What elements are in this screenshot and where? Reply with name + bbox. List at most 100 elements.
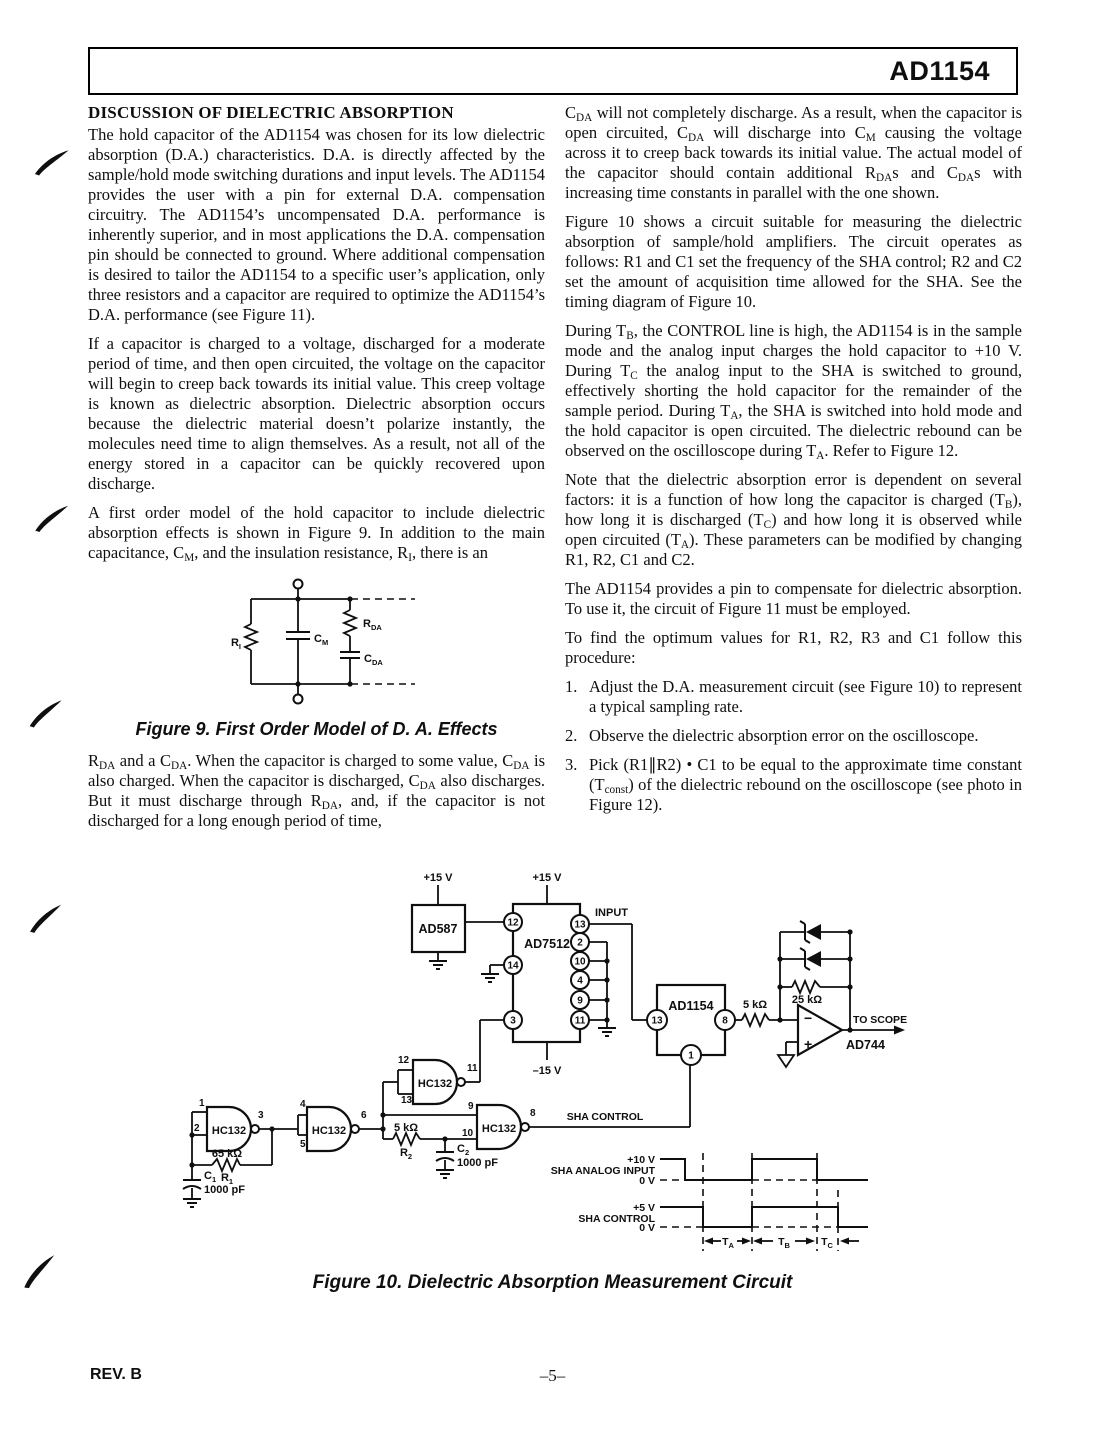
ad1154-label: AD1154 [668, 999, 713, 1013]
pin-4: 4 [300, 1099, 306, 1110]
pin-8: 8 [722, 1016, 728, 1027]
hc132-label: HC132 [482, 1123, 516, 1135]
pin-11: 11 [467, 1063, 478, 1074]
pen-checkmark [34, 150, 69, 176]
input-label: INPUT [595, 907, 628, 919]
figure9-caption: Figure 9. First Order Model of D. A. Eff… [135, 719, 498, 739]
hc132-label: HC132 [212, 1125, 246, 1137]
zero-v-label: 0 V [639, 1222, 655, 1234]
sha-control-wire-label: SHA CONTROL [567, 1111, 644, 1123]
tb-label: TB [778, 1236, 790, 1250]
pin-8: 8 [530, 1108, 536, 1119]
zero-v-label: 0 V [639, 1175, 655, 1187]
pin-10: 10 [574, 957, 586, 968]
sha-analog-input-label: SHA ANALOG INPUT [551, 1165, 656, 1177]
plus15v-label: +15 V [423, 872, 453, 884]
hc132-gate-b: HC132 4 5 6 [297, 1099, 383, 1153]
page-number: –5– [539, 1366, 566, 1385]
list-text: Pick (R1∥R2) • C1 to be equal to the app… [589, 755, 1022, 814]
open-ground-symbol [776, 1054, 796, 1069]
paragraph: Note that the dielectric absorption erro… [565, 470, 1022, 569]
c2-value: 1000 pF [457, 1157, 498, 1169]
list-number: 1. [565, 677, 578, 696]
pen-checkmark [29, 700, 62, 728]
r25k-label: 25 kΩ [792, 994, 822, 1006]
plus10v-label: +10 V [627, 1154, 655, 1166]
r2-c2-network: 5 kΩ R2 C2 1000 pF [380, 1081, 498, 1179]
paragraph: RDA and a CDA. When the capacitor is cha… [88, 751, 546, 830]
list-text: Observe the dielectric absorption error … [589, 726, 979, 745]
pen-checkmark [24, 1255, 55, 1289]
figure10-schematic: +15 V AD587 +15 V AD7512 –15 V [182, 872, 907, 1251]
page-title: AD1154 [889, 55, 990, 86]
pen-checkmark [30, 904, 62, 933]
r5k-label: 5 kΩ [743, 999, 767, 1011]
ground-symbol [436, 1169, 454, 1179]
hc132-gate-a: HC132 1 2 3 65 kΩ R1 C1 [182, 1098, 298, 1208]
r65k-label: 65 kΩ [212, 1148, 242, 1160]
list-text: Adjust the D.A. measurement circuit (see… [589, 677, 1022, 716]
ground-symbol [598, 1027, 616, 1037]
left-column: DISCUSSION OF DIELECTRIC ABSORPTION The … [88, 103, 545, 840]
pin-6: 6 [361, 1110, 367, 1121]
pin-4: 4 [577, 976, 583, 987]
pin-13: 13 [401, 1095, 413, 1106]
list-item: 1. Adjust the D.A. measurement circuit (… [565, 677, 1022, 717]
paragraph: The hold capacitor of the AD1154 was cho… [88, 125, 545, 324]
figure9-svg: RI CM RDA CDA [231, 578, 415, 705]
right-column: CDA will not completely discharge. As a … [565, 103, 1022, 824]
pin-12: 12 [398, 1055, 410, 1066]
ground-symbol [183, 1198, 201, 1208]
ad7512-label: AD7512 [524, 937, 570, 951]
list-item: 3. Pick (R1∥R2) • C1 to be equal to the … [565, 755, 1022, 815]
paragraph: To find the optimum values for R1, R2, R… [565, 628, 1022, 667]
sha-control-label: SHA CONTROL [578, 1213, 655, 1225]
timing-diagram: +10 V SHA ANALOG INPUT 0 V +5 V SHA CONT… [551, 1153, 868, 1251]
pin-5: 5 [300, 1139, 306, 1150]
fig9-wires [242, 578, 415, 705]
hc132-label: HC132 [418, 1078, 452, 1090]
ad744-stage: 5 kΩ [735, 920, 907, 1069]
pin-3: 3 [258, 1110, 264, 1121]
list-item: 2. Observe the dielectric absorption err… [565, 726, 1022, 746]
pin-1: 1 [688, 1051, 694, 1062]
pin-13: 13 [651, 1016, 663, 1027]
pin-1: 1 [199, 1098, 205, 1109]
paragraph: A first order model of the hold capacito… [88, 503, 545, 565]
c2-label: C2 [457, 1143, 469, 1157]
pin-11: 11 [575, 1016, 586, 1027]
hc132-gate-c: HC132 12 13 11 [397, 1019, 504, 1106]
label-cm: CM [314, 633, 328, 647]
paragraph: The AD1154 provides a pin to compensate … [565, 579, 1022, 618]
hc132-gate-d: HC132 9 10 8 SHA CONTROL [462, 1065, 691, 1151]
figure10-caption: Figure 10. Dielectric Absorption Measure… [312, 1272, 793, 1293]
paragraph: CDA will not completely discharge. As a … [565, 103, 1023, 202]
pin-2: 2 [577, 938, 583, 949]
r1-label: R1 [221, 1172, 233, 1186]
r2-label: R2 [400, 1147, 412, 1161]
pin-10: 10 [462, 1128, 474, 1139]
hc132-label: HC132 [312, 1125, 346, 1137]
figure9-schematic: RI CM RDA CDA [183, 572, 545, 717]
c1-value: 1000 pF [204, 1184, 245, 1196]
pin-12: 12 [507, 918, 519, 929]
pin-9: 9 [577, 996, 583, 1007]
zener-diode [780, 920, 850, 944]
noninverting-input-sign: + [804, 1036, 812, 1052]
paragraph: Figure 10 shows a circuit suitable for m… [565, 212, 1022, 311]
ad587-chip: +15 V AD587 [410, 872, 504, 970]
pin-14: 14 [507, 961, 519, 972]
tc-label: TC [821, 1236, 833, 1250]
minus15v-label: –15 V [533, 1065, 562, 1077]
header-rule-box: AD1154 [88, 47, 1018, 95]
plus5v-label: +5 V [633, 1202, 655, 1214]
ad7512-chip: +15 V AD7512 –15 V [481, 872, 647, 1077]
plus15v-label: +15 V [532, 872, 562, 884]
revision-label: REV. B [90, 1366, 142, 1383]
ta-label: TA [722, 1236, 734, 1250]
list-number: 2. [565, 726, 578, 745]
pin-9: 9 [468, 1101, 474, 1112]
pin-13: 13 [574, 920, 586, 931]
paragraph: During TB, the CONTROL line is high, the… [565, 321, 1022, 463]
